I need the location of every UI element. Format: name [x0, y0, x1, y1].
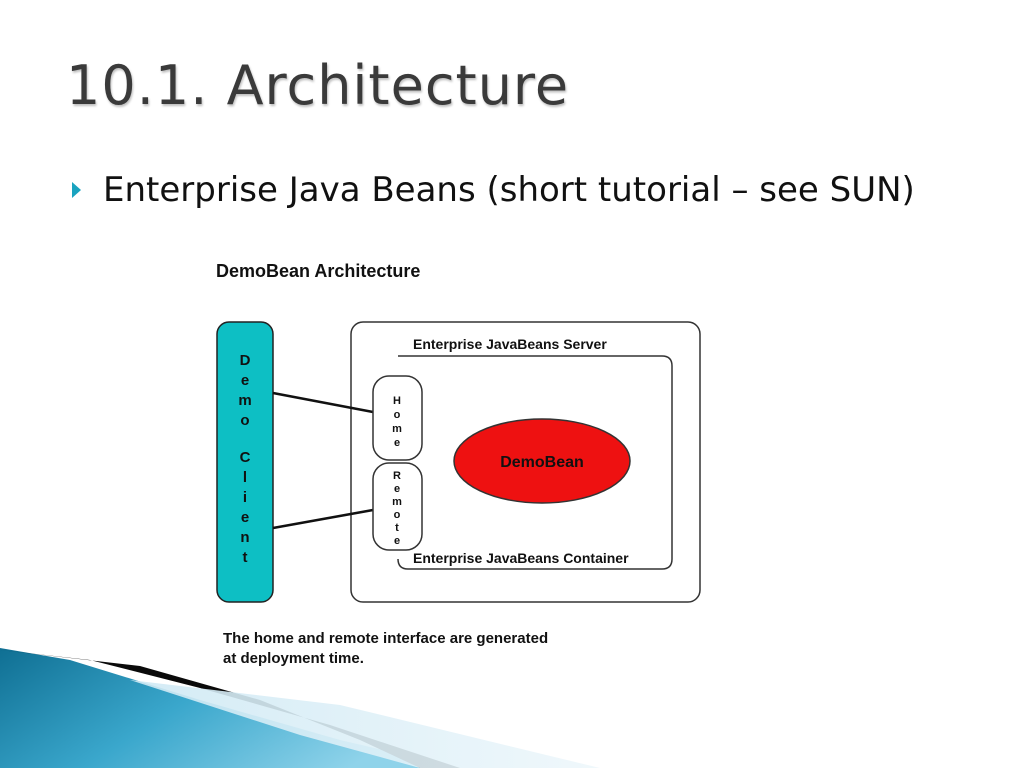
client-letter: C	[240, 449, 251, 466]
client-letter: e	[241, 372, 249, 389]
client-letter: l	[243, 469, 247, 486]
ejb-container-outline	[397, 355, 673, 570]
home-interface-box	[372, 375, 423, 461]
remote-letter: t	[395, 522, 399, 534]
home-letter: m	[392, 423, 402, 435]
server-label: Enterprise JavaBeans Server	[413, 336, 607, 352]
remote-interface-box	[372, 462, 423, 551]
client-letter: m	[238, 392, 251, 409]
diagram-heading: DemoBean Architecture	[216, 261, 420, 281]
demobean-ellipse	[453, 418, 631, 504]
triangle-bullet-icon	[72, 182, 81, 198]
remote-letter: m	[392, 496, 402, 508]
client-letter: D	[240, 352, 251, 369]
remote-letter: e	[394, 483, 400, 495]
client-letter: i	[243, 489, 247, 506]
client-letter: e	[241, 509, 249, 526]
swoosh-blue-band	[0, 648, 460, 768]
bullet-text: Enterprise Java Beans (short tutorial – …	[103, 170, 915, 210]
client-letter: t	[243, 549, 248, 566]
client-letter: o	[240, 412, 249, 429]
caption-line-1: The home and remote interface are genera…	[223, 630, 548, 647]
remote-letter: R	[393, 470, 401, 482]
bullet-item: Enterprise Java Beans (short tutorial – …	[72, 170, 915, 210]
home-letter: H	[393, 395, 401, 407]
demobean-label: DemoBean	[500, 454, 584, 471]
client-home-connector	[272, 391, 374, 414]
client-letter: n	[240, 529, 249, 546]
remote-letter: e	[394, 535, 400, 547]
client-remote-connector	[272, 508, 374, 530]
caption-line-2: at deployment time.	[223, 650, 364, 667]
swoosh-pale-band	[130, 680, 600, 768]
demo-client-box	[216, 321, 274, 603]
home-letter: e	[394, 437, 400, 449]
home-letter: o	[394, 409, 401, 421]
remote-letter: o	[394, 509, 401, 521]
slide-title: 10.1. Architecture	[66, 54, 570, 117]
container-label: Enterprise JavaBeans Container	[413, 550, 629, 566]
